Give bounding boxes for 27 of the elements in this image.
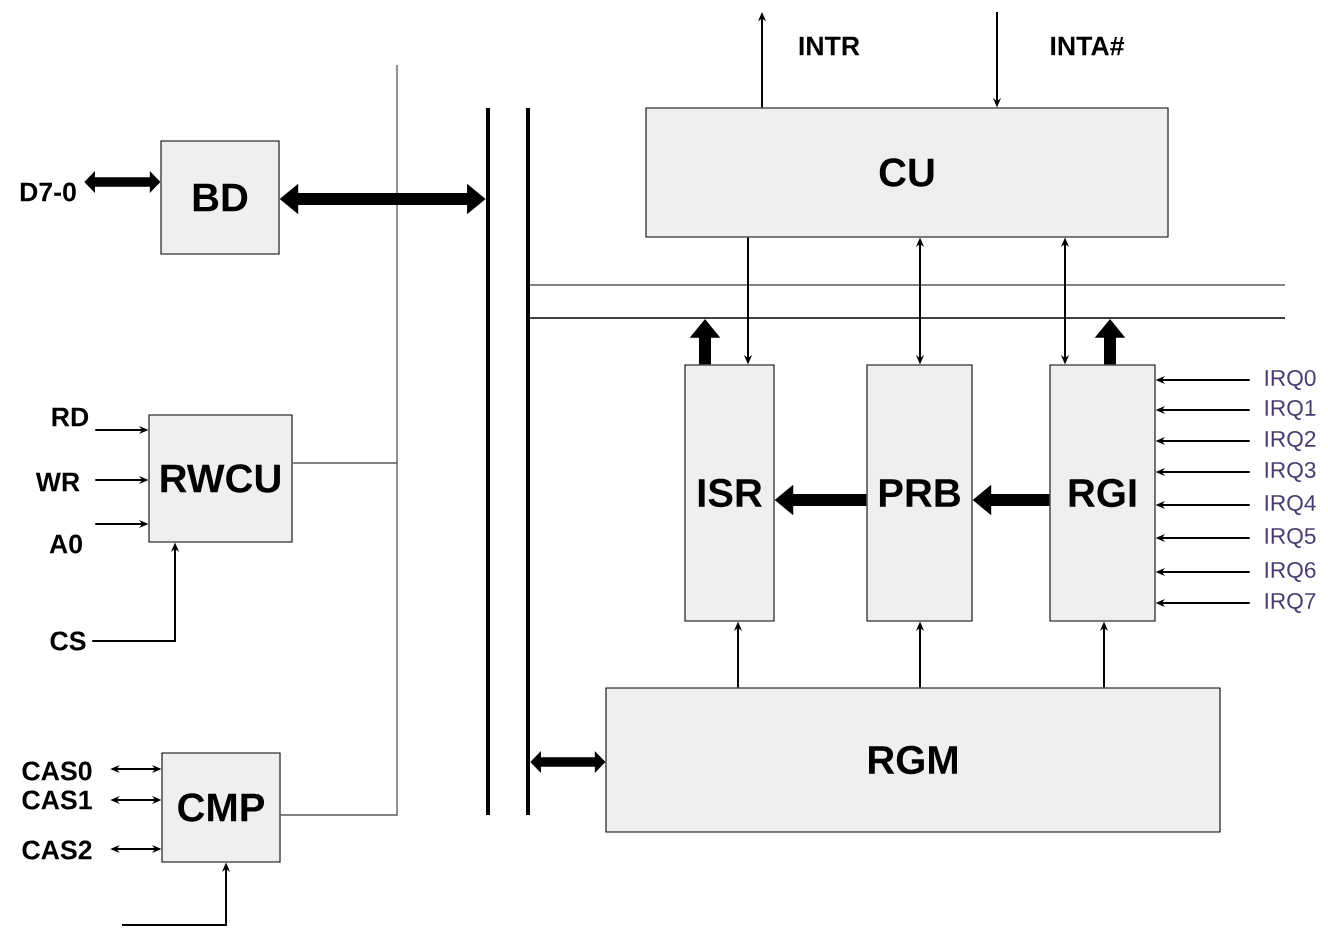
block-box: RGM <box>605 687 1221 833</box>
block-box: CMP <box>161 752 281 863</box>
connector-line <box>279 462 398 816</box>
signal-label: CAS2 <box>22 840 92 860</box>
block-box: RGI <box>1049 364 1156 622</box>
signal-label: CAS0 <box>22 761 92 781</box>
signal-label: A0 <box>49 534 82 554</box>
signal-label: IRQ7 <box>1265 592 1316 614</box>
block-box: BD <box>160 140 280 255</box>
signal-label: IRQ4 <box>1265 494 1316 516</box>
signal-label: IRQ6 <box>1265 561 1316 583</box>
signal-label: IRQ0 <box>1265 369 1316 391</box>
signal-label: RD <box>52 407 89 427</box>
block-box: PRB <box>866 364 973 622</box>
block-box: ISR <box>684 364 775 622</box>
signal-label: IRQ3 <box>1265 461 1316 483</box>
signal-label: CS <box>50 631 86 651</box>
signal-label: CAS1 <box>22 790 92 810</box>
signal-label: D7-0 <box>20 182 76 202</box>
block-box: RWCU <box>148 414 293 543</box>
signal-label: IRQ5 <box>1265 527 1316 549</box>
signal-label: WR <box>35 472 80 492</box>
signal-label: IRQ2 <box>1265 430 1316 452</box>
signal-label: INTR <box>799 36 860 56</box>
block-box: CU <box>645 107 1169 238</box>
signal-label: IRQ1 <box>1265 399 1316 421</box>
signal-label: INTA# <box>1051 36 1125 56</box>
